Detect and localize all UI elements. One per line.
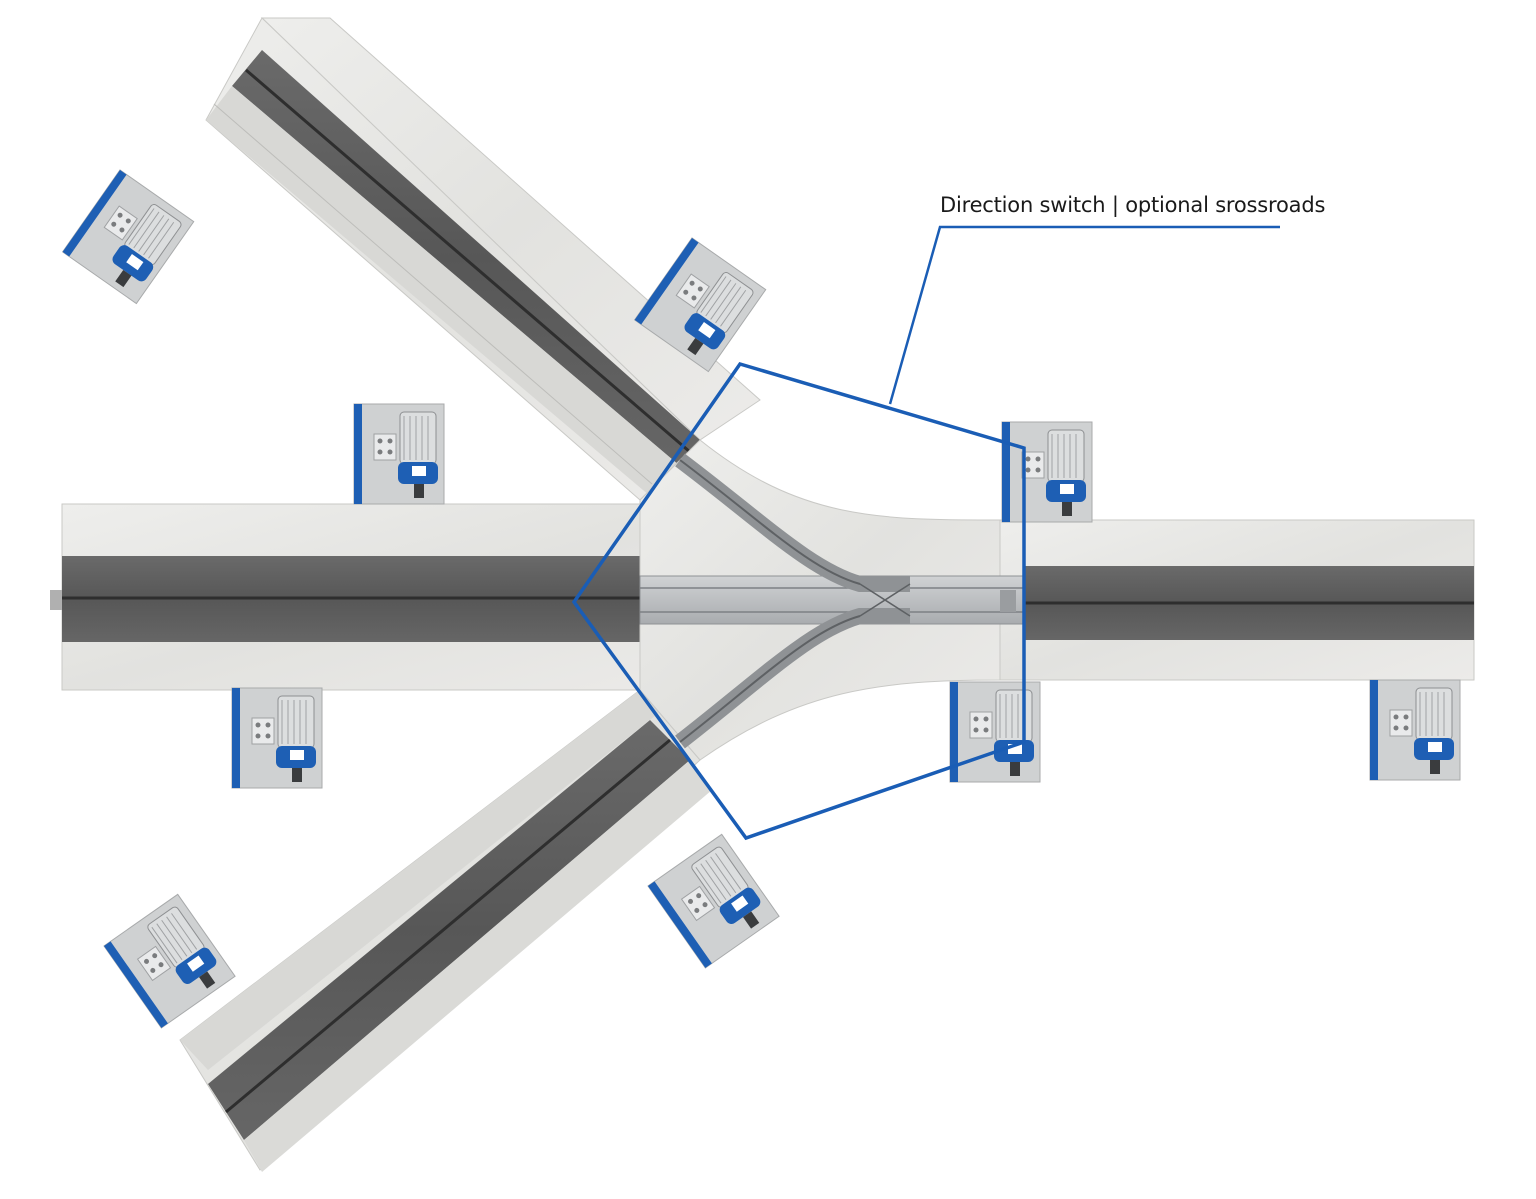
callout-label: Direction switch | optional srossroads — [940, 193, 1326, 217]
upper-branch-track — [205, 17, 761, 501]
drive-unit-top-left — [62, 169, 195, 305]
drive-unit-bottom-left — [103, 893, 236, 1029]
left-main-track — [50, 503, 753, 691]
lower-branch-track — [179, 689, 712, 1172]
drive-unit-left-upper — [353, 403, 445, 505]
drive-unit-right-lower — [949, 681, 1041, 783]
drive-unit-right-upper — [1001, 421, 1093, 523]
right-main-track — [999, 519, 1475, 681]
drive-unit-far-right — [1369, 679, 1461, 781]
drive-unit-left-lower — [231, 687, 323, 789]
drive-unit-bottom-mid — [647, 833, 780, 969]
callout-leader-line — [888, 225, 1280, 405]
switch-junction — [639, 439, 1025, 761]
switch-highlight-outline — [571, 361, 1026, 841]
switch-callout — [571, 225, 1280, 841]
